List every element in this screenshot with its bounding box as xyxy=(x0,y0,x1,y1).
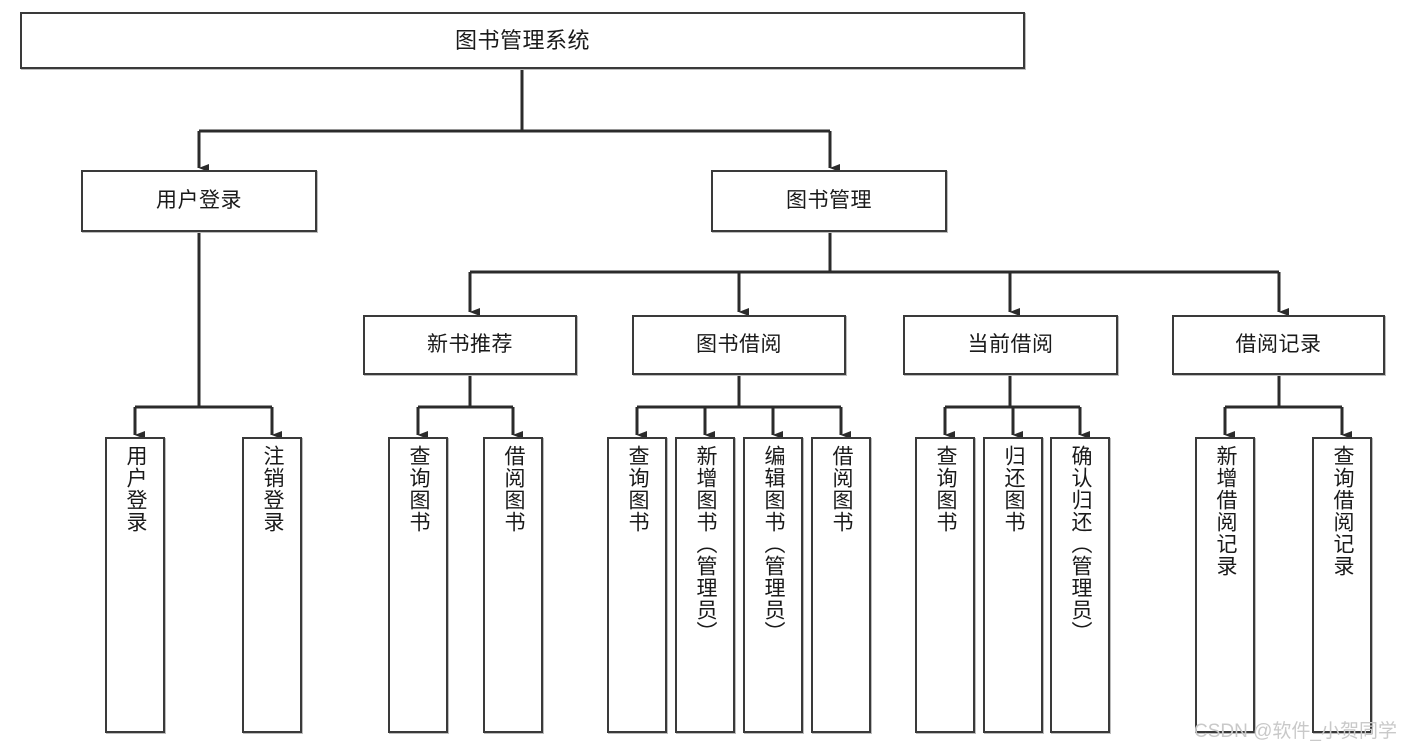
node-leaf-return-book[interactable]: 归还图书 xyxy=(983,437,1043,733)
node-label: 用户登录 xyxy=(124,445,148,533)
node-label: 归还图书 xyxy=(1002,445,1026,533)
node-leaf-edit-book[interactable]: 编辑图书（管理员） xyxy=(743,437,803,733)
node-leaf-query-book-2[interactable]: 查询图书 xyxy=(607,437,667,733)
node-label: 查询图书 xyxy=(407,445,431,533)
node-borrow-record[interactable]: 借阅记录 xyxy=(1172,315,1385,375)
node-label: 图书管理系统 xyxy=(454,27,590,53)
node-current-borrow[interactable]: 当前借阅 xyxy=(903,315,1118,375)
node-label: 借阅图书 xyxy=(830,445,854,533)
node-label: 借阅记录 xyxy=(1235,332,1322,356)
node-book-borrow[interactable]: 图书借阅 xyxy=(632,315,846,375)
node-leaf-confirm-return[interactable]: 确认归还（管理员） xyxy=(1050,437,1110,733)
node-label: 编辑图书（管理员） xyxy=(762,445,786,643)
node-leaf-query-book-1[interactable]: 查询图书 xyxy=(388,437,448,733)
node-book-manage[interactable]: 图书管理 xyxy=(711,170,947,232)
node-label: 借阅图书 xyxy=(502,445,526,533)
node-label: 新增图书（管理员） xyxy=(694,445,718,643)
node-label: 新书推荐 xyxy=(427,332,513,356)
node-leaf-query-record[interactable]: 查询借阅记录 xyxy=(1312,437,1372,733)
node-leaf-logout[interactable]: 注销登录 xyxy=(242,437,302,733)
node-label: 新增借阅记录 xyxy=(1214,445,1238,577)
node-new-book-rec[interactable]: 新书推荐 xyxy=(363,315,577,375)
node-label: 图书借阅 xyxy=(696,332,782,356)
node-user-login[interactable]: 用户登录 xyxy=(81,170,317,232)
node-label: 当前借阅 xyxy=(967,332,1054,356)
node-leaf-add-record[interactable]: 新增借阅记录 xyxy=(1195,437,1255,733)
node-label: 注销登录 xyxy=(261,445,285,533)
node-label: 查询图书 xyxy=(626,445,650,533)
node-leaf-add-book[interactable]: 新增图书（管理员） xyxy=(675,437,735,733)
node-leaf-query-book-3[interactable]: 查询图书 xyxy=(915,437,975,733)
node-root-system[interactable]: 图书管理系统 xyxy=(20,12,1025,69)
node-label: 查询借阅记录 xyxy=(1331,445,1355,577)
node-leaf-borrow-book-2[interactable]: 借阅图书 xyxy=(811,437,871,733)
node-label: 用户登录 xyxy=(156,188,242,212)
node-label: 确认归还（管理员） xyxy=(1069,445,1093,643)
node-leaf-borrow-book-1[interactable]: 借阅图书 xyxy=(483,437,543,733)
node-label: 图书管理 xyxy=(786,188,872,212)
csdn-watermark: CSDN @软件_小贺同学 xyxy=(1194,721,1397,742)
node-leaf-user-login[interactable]: 用户登录 xyxy=(105,437,165,733)
node-label: 查询图书 xyxy=(934,445,958,533)
